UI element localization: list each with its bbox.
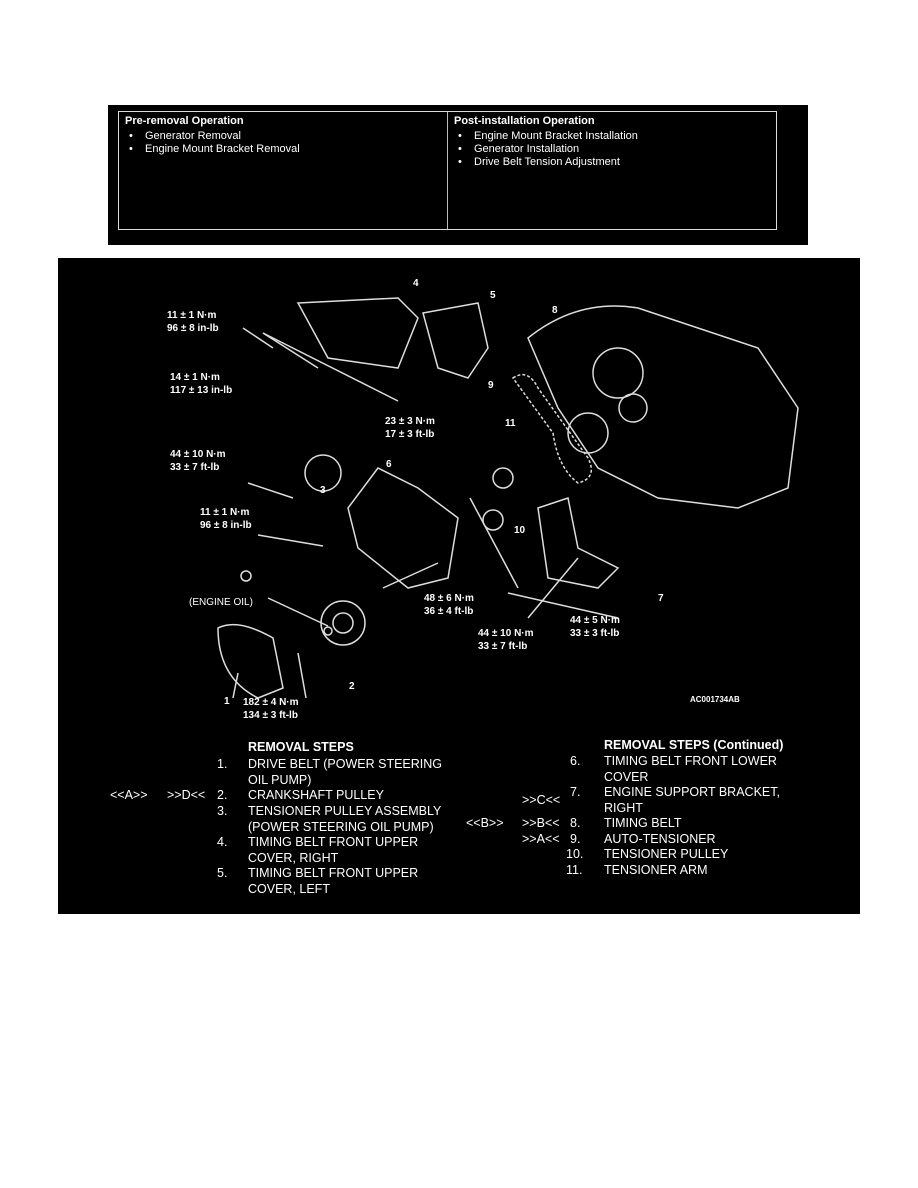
step-text: OIL PUMP)	[248, 772, 312, 787]
part-number-2: 2	[349, 681, 355, 692]
step-number: 4.	[217, 835, 228, 849]
step-number: 10.	[566, 847, 584, 861]
step-text: TENSIONER PULLEY ASSEMBLY	[248, 804, 442, 818]
step-text: DRIVE BELT (POWER STEERING	[248, 757, 443, 771]
part-number-7: 7	[658, 593, 664, 604]
part-number-10: 10	[514, 525, 526, 536]
part-number-3: 3	[320, 485, 326, 496]
part-number-9: 9	[488, 380, 494, 391]
step-text: ENGINE SUPPORT BRACKET,	[604, 785, 780, 799]
pre-removal-section: Pre-removal Operation Generator Removal …	[119, 112, 447, 229]
step-text: TENSIONER ARM	[604, 863, 708, 877]
step-text: RIGHT	[604, 800, 643, 815]
step-code: <<B>>	[466, 816, 504, 830]
list-item: Drive Belt Tension Adjustment	[454, 156, 770, 169]
step-text: AUTO-TENSIONER	[604, 832, 716, 846]
step-number: 2.	[217, 788, 228, 802]
step-code: <<A>>	[110, 788, 148, 802]
steps-heading-continued: REMOVAL STEPS (Continued)	[604, 738, 784, 752]
part-number-6: 6	[386, 459, 392, 470]
step-number: 6.	[570, 754, 581, 768]
step-text: CRANKSHAFT PULLEY	[248, 788, 384, 802]
operations-panel: Pre-removal Operation Generator Removal …	[108, 105, 808, 245]
step-number: 7.	[570, 785, 581, 799]
step-code: >>B<<	[522, 816, 560, 830]
steps-heading: REMOVAL STEPS	[248, 740, 354, 754]
part-number-11: 11	[505, 418, 516, 429]
step-code: >>C<<	[522, 793, 561, 807]
step-text: TIMING BELT FRONT LOWER	[604, 754, 777, 768]
step-text: (POWER STEERING OIL PUMP)	[248, 819, 434, 834]
step-text: COVER, LEFT	[248, 881, 330, 896]
list-item: Engine Mount Bracket Removal	[125, 143, 441, 156]
step-number: 1.	[217, 757, 228, 771]
step-number: 5.	[217, 866, 228, 880]
step-text: TIMING BELT FRONT UPPER	[248, 835, 419, 849]
engine-illustration	[217, 297, 799, 699]
step-text: TENSIONER PULLEY	[604, 847, 729, 861]
post-installation-title: Post-installation Operation	[454, 115, 595, 127]
step-text: COVER	[604, 769, 649, 784]
illustration-code: AC001734AB	[690, 695, 740, 704]
part-number-5: 5	[490, 290, 496, 301]
step-code: >>D<<	[167, 788, 206, 802]
list-item: Generator Installation	[454, 143, 770, 156]
list-item: Generator Removal	[125, 130, 441, 143]
pre-removal-title: Pre-removal Operation	[125, 115, 244, 127]
post-installation-section: Post-installation Operation Engine Mount…	[447, 112, 776, 229]
part-number-8: 8	[552, 305, 558, 316]
step-number: 8.	[570, 816, 581, 830]
engine-oil-label: (ENGINE OIL)	[189, 597, 253, 608]
list-item: Engine Mount Bracket Installation	[454, 130, 770, 143]
step-code: >>A<<	[522, 832, 560, 846]
part-number-4: 4	[413, 278, 419, 289]
step-number: 9.	[570, 832, 581, 846]
step-text: TIMING BELT	[604, 816, 682, 830]
step-text: TIMING BELT FRONT UPPER	[248, 866, 419, 880]
step-text: COVER, RIGHT	[248, 850, 339, 865]
step-number: 11.	[566, 863, 583, 877]
step-number: 3.	[217, 804, 228, 818]
part-number-1: 1	[224, 696, 230, 707]
